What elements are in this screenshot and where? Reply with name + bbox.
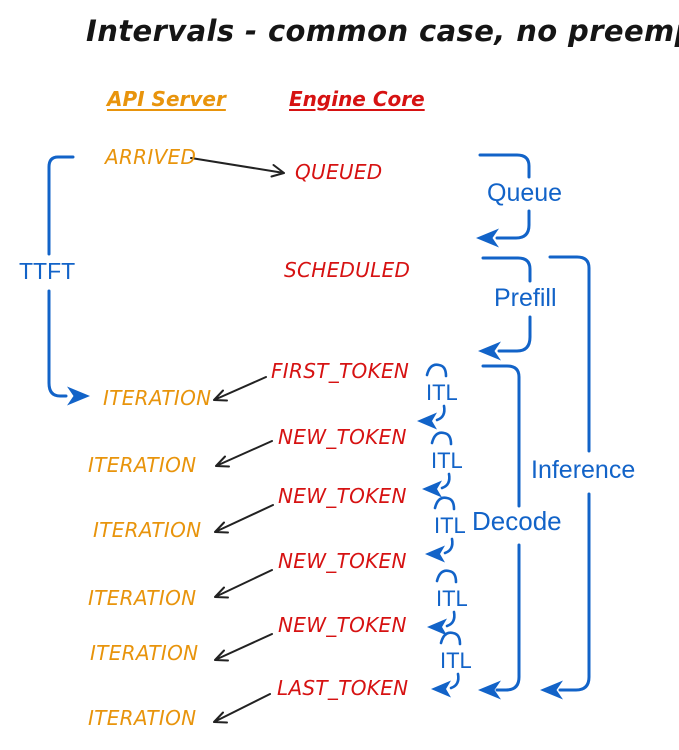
event-iteration-1: ITERATION [103, 386, 212, 410]
diagram-title: Intervals - common case, no preemptions [86, 14, 679, 48]
interval-label-itl-4: ITL [436, 586, 468, 611]
arrow-arrived-to-queued [190, 157, 285, 178]
event-iteration-4: ITERATION [88, 586, 197, 610]
interval-label-queue: Queue [487, 179, 563, 207]
event-first-token: FIRST_TOKEN [271, 359, 410, 383]
event-scheduled: SCHEDULED [284, 258, 411, 282]
arrow-new-token3-to-iteration [214, 569, 273, 599]
column-header-api-server: API Server [107, 87, 226, 111]
interval-label-itl-3: ITL [434, 513, 466, 538]
arrow-new-token4-to-iteration [214, 633, 273, 662]
interval-label-ttft: TTFT [19, 258, 76, 284]
arrow-last-token-to-iteration [213, 693, 271, 724]
interval-label-itl-5: ITL [440, 648, 472, 673]
ttft-arrow-icon [67, 386, 90, 406]
interval-label-prefill: Prefill [494, 284, 557, 312]
interval-label-itl-2: ITL [431, 448, 463, 473]
interval-label-itl-1: ITL [426, 380, 458, 405]
event-queued: QUEUED [295, 160, 383, 184]
column-header-engine-core: Engine Core [289, 87, 425, 111]
event-iteration-5: ITERATION [90, 641, 199, 665]
interval-label-decode: Decode [472, 506, 562, 536]
arrow-new-token2-to-iteration [214, 504, 274, 534]
event-new-token-1: NEW_TOKEN [278, 425, 407, 449]
queue-bracket [476, 153, 531, 248]
event-arrived: ARRIVED [105, 145, 197, 169]
event-iteration-3: ITERATION [93, 518, 202, 542]
ttft-bracket [47, 155, 90, 406]
arrow-first-token-to-iteration [213, 376, 267, 402]
prefill-bracket [478, 256, 532, 361]
event-iteration-6: ITERATION [88, 706, 197, 730]
event-iteration-2: ITERATION [88, 453, 197, 477]
interval-label-inference: Inference [531, 456, 636, 484]
event-new-token-2: NEW_TOKEN [278, 484, 407, 508]
arrow-new-token1-to-iteration [215, 440, 273, 468]
event-last-token: LAST_TOKEN [277, 676, 409, 700]
decode-bracket [478, 364, 521, 700]
event-new-token-3: NEW_TOKEN [278, 549, 407, 573]
event-new-token-4: NEW_TOKEN [278, 613, 407, 637]
inference-bracket [540, 255, 591, 700]
